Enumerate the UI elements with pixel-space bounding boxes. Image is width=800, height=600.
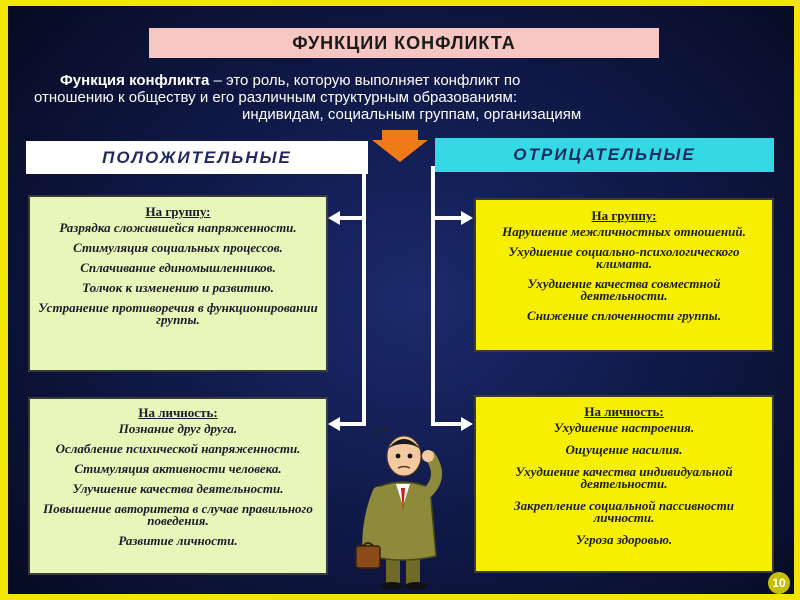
definition-term: Функция конфликта bbox=[60, 72, 210, 89]
list-item: Ухудшение качества индивидуальной деятел… bbox=[515, 464, 733, 491]
definition-text: Функция конфликта – это роль, которую вы… bbox=[34, 72, 684, 123]
negative-personal-title: На личность: bbox=[584, 404, 664, 419]
connector-arrows bbox=[328, 166, 473, 431]
positive-personal-box: На личность: Познание друг друга. Ослабл… bbox=[28, 397, 328, 575]
page-title: ФУНКЦИИ КОНФЛИКТА bbox=[149, 28, 659, 58]
list-item: Ухудшение качества совместной деятельнос… bbox=[527, 276, 721, 303]
list-item: Улучшение качества деятельности. bbox=[72, 481, 284, 496]
negative-group-box: На группу: Нарушение межличностных отнош… bbox=[474, 198, 774, 352]
list-item: Ухудшение социально-психологического кли… bbox=[508, 244, 740, 271]
arrow-left-top-icon bbox=[328, 211, 340, 225]
list-item: Познание друг друга. bbox=[118, 421, 238, 436]
arrow-right-top-icon bbox=[461, 211, 473, 225]
down-arrow-icon bbox=[372, 130, 428, 162]
page-number: 10 bbox=[768, 572, 790, 594]
list-item: Ощущение насилия. bbox=[565, 442, 683, 457]
list-item: Закрепление социальной пассивности лично… bbox=[514, 498, 734, 525]
list-item: Ослабление психической напряженности. bbox=[55, 441, 301, 456]
list-item: Повышение авторитета в случае правильног… bbox=[43, 501, 313, 528]
list-item: Разрядка сложившейся напряженности. bbox=[59, 220, 297, 235]
list-item: Стимуляция социальных процессов. bbox=[73, 240, 283, 255]
list-item: Снижение сплоченности группы. bbox=[527, 308, 721, 323]
arrow-right-bottom-icon bbox=[461, 417, 473, 431]
list-item: Устранение противоречия в функционирован… bbox=[38, 300, 318, 327]
thinking-man-icon bbox=[355, 426, 442, 590]
list-item: Толчок к изменению и развитию. bbox=[82, 280, 274, 295]
negative-header: ОТРИЦАТЕЛЬНЫЕ bbox=[435, 138, 774, 172]
positive-personal-title: На личность: bbox=[138, 405, 218, 420]
definition-line3: индивидам, социальным группам, организац… bbox=[242, 106, 582, 123]
positive-group-box: На группу: Разрядка сложившейся напряжен… bbox=[28, 195, 328, 372]
slide: ФУНКЦИИ КОНФЛИКТА Функция конфликта – эт… bbox=[8, 6, 794, 594]
negative-personal-box: На личность: Ухудшение настроения. Ощуще… bbox=[474, 395, 774, 573]
list-item: Развитие личности. bbox=[118, 533, 238, 548]
positive-group-title: На группу: bbox=[145, 204, 211, 219]
negative-group-title: На группу: bbox=[591, 208, 657, 223]
definition-line2: отношению к обществу и его различным стр… bbox=[34, 89, 518, 106]
definition-line1: – это роль, которую выполняет конфликт п… bbox=[209, 72, 521, 89]
list-item: Ухудшение настроения. bbox=[553, 420, 695, 435]
list-item: Стимуляция активности человека. bbox=[74, 461, 282, 476]
list-item: Угроза здоровью. bbox=[575, 532, 673, 547]
arrow-left-bottom-icon bbox=[328, 417, 340, 431]
list-item: Нарушение межличностных отношений. bbox=[502, 224, 746, 239]
positive-header: ПОЛОЖИТЕЛЬНЫЕ bbox=[26, 141, 368, 174]
list-item: Сплачивание единомышленников. bbox=[80, 260, 276, 275]
